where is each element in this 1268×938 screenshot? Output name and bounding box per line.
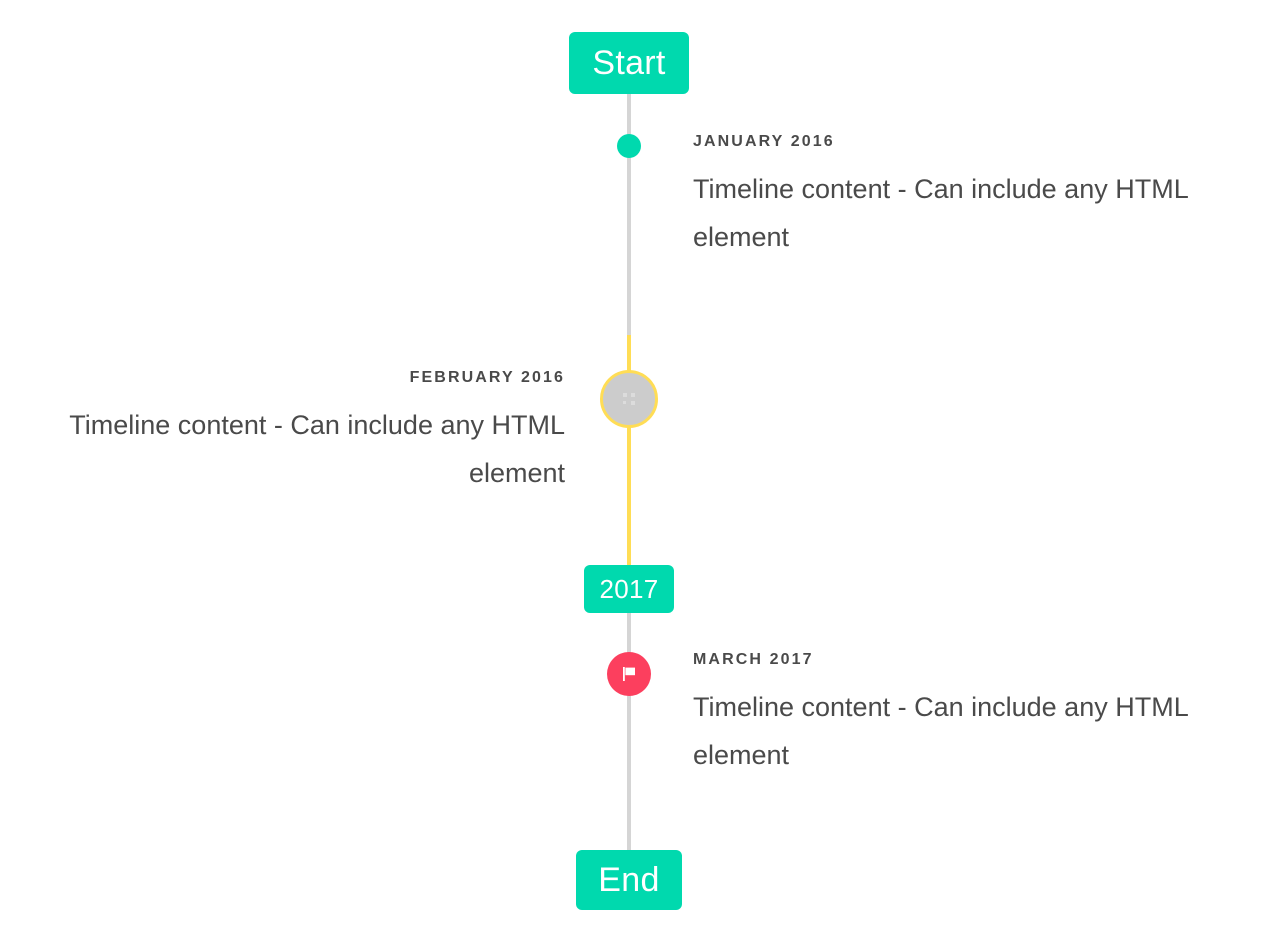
- timeline-start-badge[interactable]: Start: [569, 32, 689, 94]
- timeline-entry-date: FEBRUARY 2016: [409, 369, 565, 386]
- timeline-axis-upper: [627, 94, 631, 335]
- timeline-axis-lower: [627, 613, 631, 850]
- timeline-entry-body: Timeline content - Can include any HTML …: [693, 174, 1188, 252]
- flag-glyph: [623, 667, 635, 681]
- broken-image-icon[interactable]: [600, 370, 658, 428]
- timeline-end-badge[interactable]: End: [576, 850, 682, 910]
- broken-image-glyph: [623, 393, 635, 405]
- timeline-entry-date: JANUARY 2016: [693, 133, 835, 150]
- timeline-entry-body: Timeline content - Can include any HTML …: [69, 410, 565, 488]
- timeline-entry-date: MARCH 2017: [693, 651, 814, 668]
- timeline-entry-body: Timeline content - Can include any HTML …: [693, 692, 1188, 770]
- timeline-entry-january: JANUARY 2016 Timeline content - Can incl…: [693, 133, 1233, 261]
- timeline-entry-march: MARCH 2017 Timeline content - Can includ…: [693, 651, 1233, 779]
- timeline-axis-highlight: [627, 335, 631, 565]
- timeline-entry-february: FEBRUARY 2016 Timeline content - Can inc…: [40, 369, 565, 497]
- dot-icon[interactable]: [617, 134, 641, 158]
- timeline-year-badge[interactable]: 2017: [584, 565, 674, 613]
- flag-icon[interactable]: [607, 652, 651, 696]
